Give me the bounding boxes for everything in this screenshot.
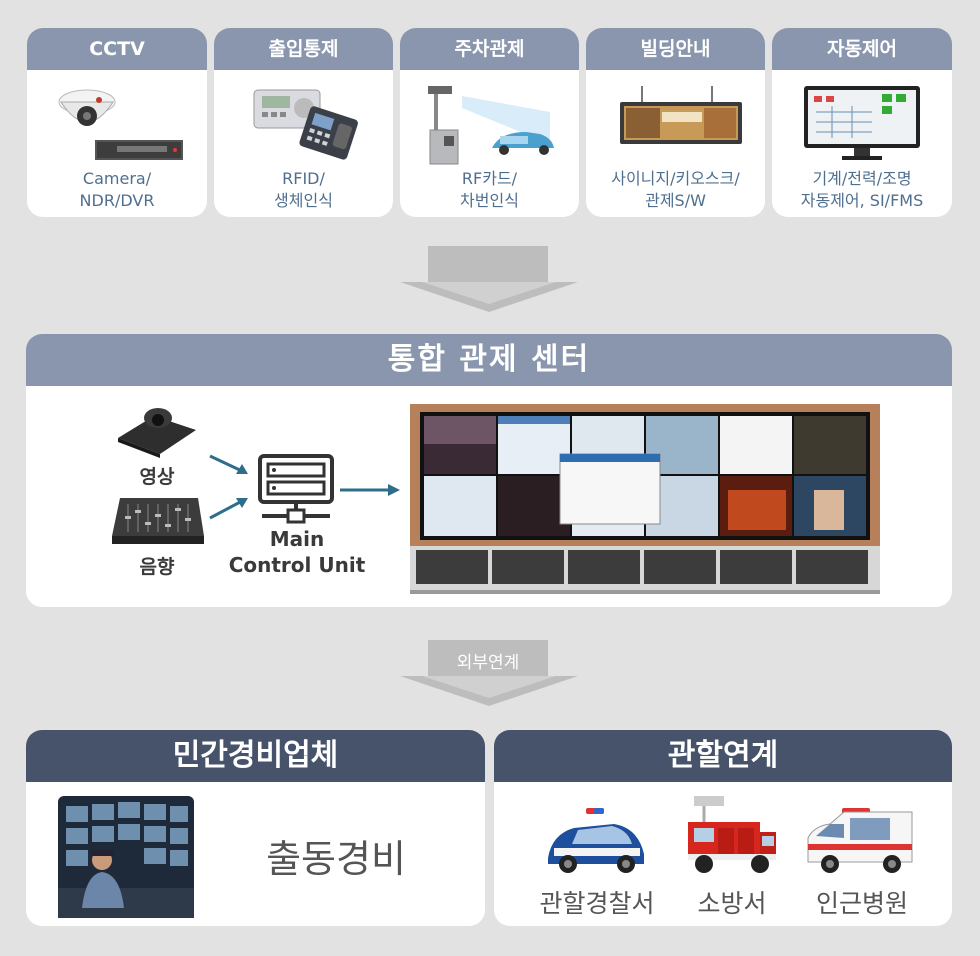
external-link-label: 외부연계	[456, 653, 520, 673]
integrated-control-center: 통합 관제 센터 영상 음향	[26, 334, 952, 607]
video-wall	[410, 404, 880, 596]
system-card-parking: 주차관제 RF카드/ 차번인식	[400, 28, 579, 217]
system-card-title: 자동제어	[772, 28, 952, 70]
video-conference-camera-icon	[114, 402, 200, 458]
jurisdiction-item-police: 관할경찰서	[539, 889, 655, 918]
jurisdiction-item-fire: 소방서	[697, 889, 767, 918]
security-monitoring-photo-icon	[58, 796, 194, 918]
camera-icon	[27, 72, 207, 168]
system-card-caption: RF카드/ 차번인식	[460, 169, 519, 210]
private-security-card: 민간경비업체 출동경비	[26, 730, 485, 926]
ambulance-icon	[804, 804, 916, 878]
dispatch-security-text: 출동경비	[266, 837, 406, 881]
system-card-title: 출입통제	[214, 28, 393, 70]
system-card-caption: Camera/ NDR/DVR	[79, 169, 155, 210]
connector-arrows	[202, 444, 254, 524]
video-label: 영상	[139, 466, 175, 488]
flow-arrow-down	[400, 246, 578, 312]
center-title: 통합 관제 센터	[26, 334, 952, 386]
system-card-title: CCTV	[27, 28, 207, 70]
jurisdiction-item-hospital: 인근병원	[815, 889, 908, 918]
system-card-building-guide: 빌딩안내 사이니지/키오스크/ 관제S/W	[586, 28, 765, 217]
system-card-title: 빌딩안내	[586, 28, 765, 70]
parking-gate-icon	[400, 72, 579, 168]
security-title: 민간경비업체	[26, 730, 485, 782]
main-control-unit-label: Main Control Unit	[228, 527, 366, 577]
server-icon	[258, 454, 334, 526]
audio-mixer-icon	[110, 496, 206, 546]
signage-display-icon	[586, 72, 765, 168]
system-card-caption: 기계/전력/조명 자동제어, SI/FMS	[800, 169, 924, 210]
rfid-reader-icon	[214, 72, 393, 168]
external-link-arrow: 외부연계	[400, 640, 578, 708]
audio-label: 음향	[139, 556, 175, 578]
system-card-caption: RFID/ 생체인식	[274, 169, 333, 210]
fire-truck-icon	[684, 792, 780, 878]
system-card-cctv: CCTV Camera/ NDR/DVR	[27, 28, 207, 217]
jurisdiction-card: 관할연계	[494, 730, 952, 926]
output-arrow	[338, 480, 402, 500]
system-card-caption: 사이니지/키오스크/ 관제S/W	[611, 169, 740, 210]
police-car-icon	[544, 804, 648, 878]
system-card-title: 주차관제	[400, 28, 579, 70]
jurisdiction-title: 관할연계	[494, 730, 952, 782]
system-card-automation: 자동제어 기계/전력/조명 자동제어, SI/FMS	[772, 28, 952, 217]
monitor-icon	[772, 72, 952, 168]
system-card-access-control: 출입통제 RFID/ 생체인식	[214, 28, 393, 217]
